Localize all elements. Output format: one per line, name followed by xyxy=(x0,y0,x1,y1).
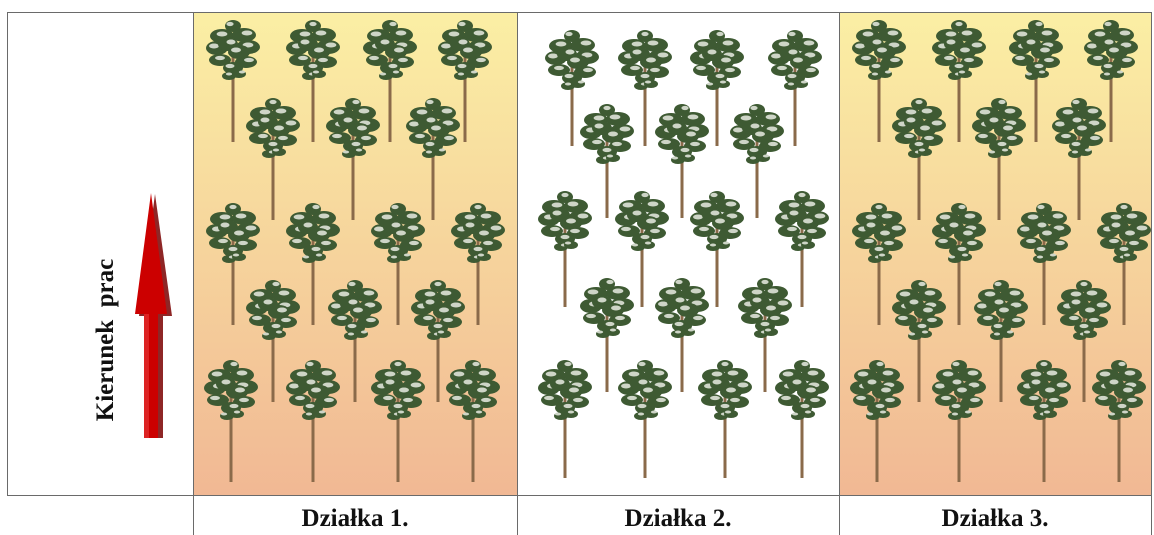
plot-3-label: Działka 3. xyxy=(942,505,1049,532)
pine-tree-icon xyxy=(1052,98,1106,220)
pine-tree-icon xyxy=(411,280,465,402)
pine-tree-icon xyxy=(1017,360,1071,482)
pine-tree-icon xyxy=(538,191,592,307)
work-direction-arrow xyxy=(135,193,172,438)
pine-tree-icon xyxy=(768,30,822,146)
pine-tree-icon xyxy=(204,360,258,482)
pine-tree-icon xyxy=(655,104,709,218)
pine-tree-icon xyxy=(690,191,744,307)
diagram-frame xyxy=(7,12,1152,535)
pine-tree-icon xyxy=(371,360,425,482)
plot-1-label: Działka 1. xyxy=(302,505,409,532)
pine-tree-icon xyxy=(363,20,417,142)
pine-tree-icon xyxy=(286,360,340,482)
pine-tree-icon xyxy=(438,20,492,142)
pine-tree-icon xyxy=(974,280,1028,402)
pine-tree-icon xyxy=(1097,203,1151,325)
pine-tree-icon xyxy=(738,278,792,392)
pine-tree-icon xyxy=(580,278,634,392)
pine-tree-icon xyxy=(328,280,382,402)
pine-tree-icon xyxy=(892,280,946,402)
pine-tree-icon xyxy=(618,30,672,146)
pine-tree-icon xyxy=(775,191,829,307)
tree-layer xyxy=(204,20,1151,482)
pine-tree-icon xyxy=(371,203,425,325)
pine-tree-icon xyxy=(690,30,744,146)
pine-tree-icon xyxy=(286,20,340,142)
pine-tree-icon xyxy=(246,98,300,220)
pine-tree-icon xyxy=(852,203,906,325)
pine-tree-icon xyxy=(580,104,634,218)
pine-tree-icon xyxy=(1009,20,1063,142)
pine-tree-icon xyxy=(698,360,752,478)
pine-tree-icon xyxy=(850,360,904,482)
pine-tree-icon xyxy=(655,278,709,392)
pine-tree-icon xyxy=(852,20,906,142)
pine-tree-icon xyxy=(972,98,1026,220)
pine-tree-icon xyxy=(892,98,946,220)
pine-tree-icon xyxy=(246,280,300,402)
pine-tree-icon xyxy=(1017,203,1071,325)
work-direction-label: Kierunek prac xyxy=(92,259,119,422)
pine-tree-icon xyxy=(206,20,260,142)
pine-tree-icon xyxy=(446,360,500,482)
pine-tree-icon xyxy=(206,203,260,325)
pine-tree-icon xyxy=(615,191,669,307)
pine-tree-icon xyxy=(451,203,505,325)
pine-tree-icon xyxy=(618,360,672,478)
pine-tree-icon xyxy=(932,20,986,142)
pine-tree-icon xyxy=(286,203,340,325)
pine-tree-icon xyxy=(1084,20,1138,142)
pine-tree-icon xyxy=(775,360,829,478)
pine-tree-icon xyxy=(1057,280,1111,402)
plot-3-area xyxy=(839,12,1152,495)
plot-2-label: Działka 2. xyxy=(625,505,732,532)
pine-tree-icon xyxy=(932,203,986,325)
pine-tree-icon xyxy=(730,104,784,218)
pine-tree-icon xyxy=(1092,360,1146,482)
pine-tree-icon xyxy=(406,98,460,220)
pine-tree-icon xyxy=(932,360,986,482)
pine-tree-icon xyxy=(538,360,592,478)
pine-tree-icon xyxy=(326,98,380,220)
pine-tree-icon xyxy=(545,30,599,146)
